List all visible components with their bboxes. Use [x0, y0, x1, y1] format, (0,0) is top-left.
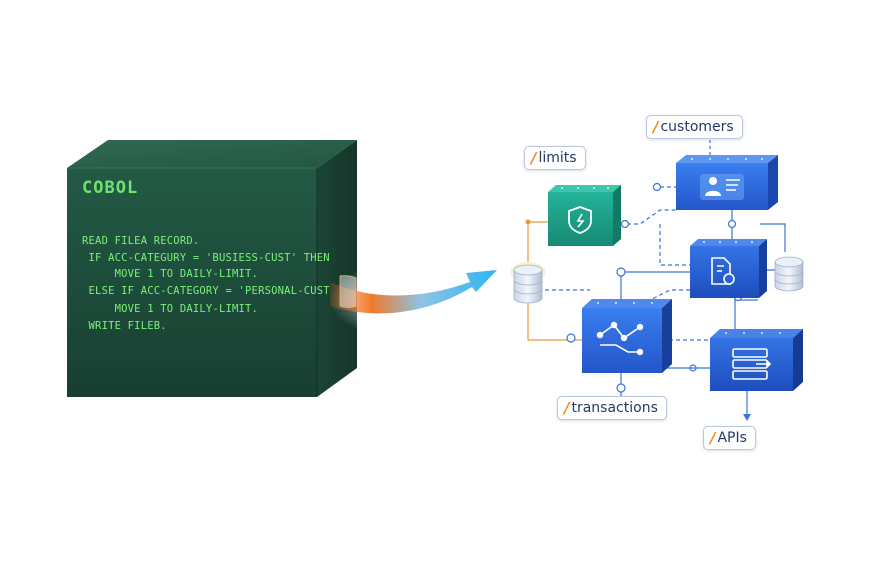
api-label-apis: / APIs — [703, 426, 756, 450]
api-label-text: customers — [660, 119, 734, 135]
slash-icon: / — [531, 149, 537, 167]
code-line: MOVE 1 TO DAILY-LIMIT. — [82, 303, 259, 315]
api-label-text: limits — [538, 150, 577, 166]
slash-icon: / — [710, 429, 716, 447]
cobol-cube — [67, 140, 357, 397]
document-gear-icon — [711, 257, 735, 285]
database-icon — [510, 262, 546, 304]
connectors — [525, 140, 786, 421]
slash-icon: / — [564, 399, 570, 417]
cobol-cube-side — [317, 140, 357, 397]
code-line: READ FILEA RECORD. — [82, 235, 200, 247]
code-line: WRITE FILEB. — [82, 320, 167, 332]
list-panel-icon — [732, 348, 772, 380]
api-label-text: APIs — [717, 430, 747, 446]
user-card-icon — [700, 174, 744, 200]
api-label-limits: / limits — [524, 146, 586, 170]
apis-service-cube — [710, 329, 803, 391]
slash-icon: / — [653, 118, 659, 136]
cobol-cube-front — [67, 168, 317, 397]
code-line: IF ACC-CATEGURY = 'BUSIESS-CUST' THEN — [82, 252, 330, 264]
code-line: MOVE 1 TO DAILY-LIMIT. — [82, 268, 259, 280]
limits-service-cube — [548, 185, 621, 246]
arrow-body — [330, 270, 497, 314]
cobol-title: COBOL — [82, 178, 139, 198]
document-service-cube — [690, 239, 767, 298]
api-label-text: transactions — [571, 400, 658, 416]
arrow-ribbon — [339, 275, 357, 308]
database-icon — [774, 256, 804, 292]
cobol-cube-top — [67, 140, 357, 168]
customers-service-cube — [676, 155, 778, 210]
shield-icon — [568, 206, 592, 234]
api-label-customers: / customers — [646, 115, 743, 139]
api-label-transactions: / transactions — [557, 396, 667, 420]
transformation-arrow — [330, 262, 497, 338]
code-line: ELSE IF ACC-CATEGORY = 'PERSONAL-CUST — [82, 285, 330, 297]
flow-nodes-icon — [596, 321, 644, 356]
transactions-service-cube — [582, 299, 672, 373]
